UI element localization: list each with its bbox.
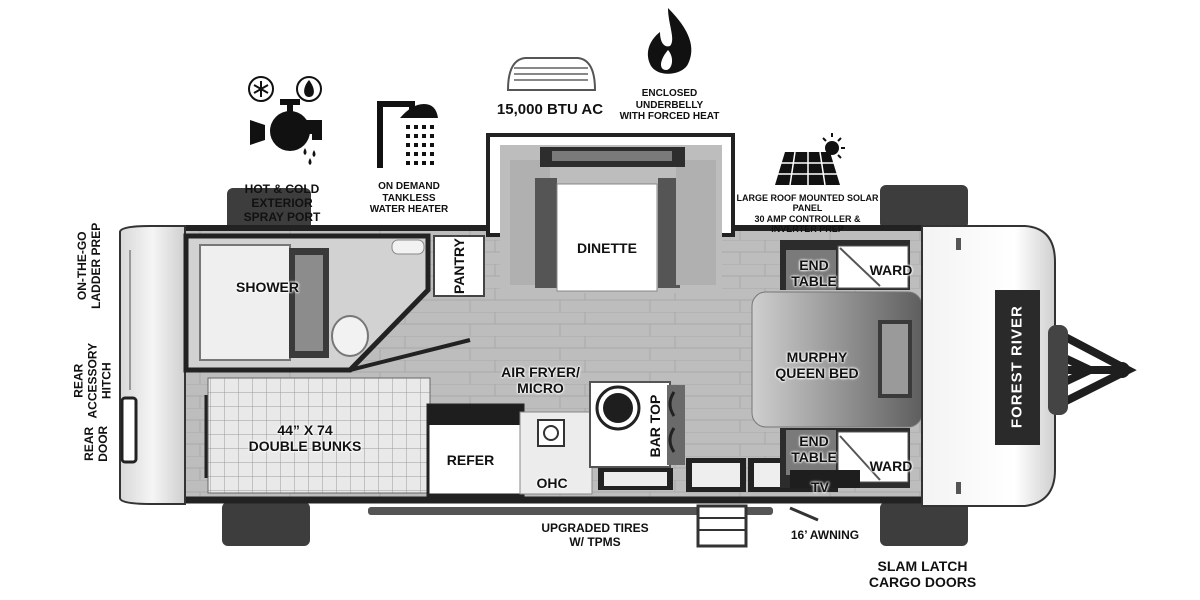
rear-tire-top	[227, 188, 311, 232]
air-fryer-label: AIR FRYER/ MICRO	[501, 364, 580, 397]
forest-river-badge	[995, 290, 1040, 445]
front-tire-top	[880, 185, 968, 229]
dinette-label: DINETTE	[577, 240, 637, 256]
ward-top-label: WARD	[869, 262, 913, 278]
bar-top-label: BAR TOP	[646, 394, 663, 458]
spray-port-label: HOT & COLD EXTERIOR SPRAY PORT	[243, 182, 321, 224]
forest-river-logo-text: FOREST RIVER	[1008, 305, 1026, 429]
tires-label: UPGRADED TIRES W/ TPMS	[541, 521, 649, 549]
accessory-hitch-label: REAR ACCESSORY HITCH	[71, 342, 113, 419]
rear-door-handle	[120, 396, 138, 464]
ohc-label: OHC	[536, 475, 568, 491]
entry-steps	[696, 504, 748, 548]
awning-label: 16’ AWNING	[790, 528, 860, 542]
shower-stall	[199, 244, 291, 361]
flame-icon	[647, 8, 692, 74]
murphy-bed-label: MURPHY QUEEN BED	[775, 349, 859, 382]
shower-label: SHOWER	[236, 279, 299, 295]
ac-label: 15,000 BTU AC	[496, 101, 604, 118]
ladder-prep-label: ON-THE-GO LADDER PREP	[75, 222, 103, 309]
front-tire-bottom	[880, 502, 968, 546]
ward-bottom-label: WARD	[869, 458, 913, 474]
dinette-table	[556, 183, 658, 292]
end-table-bottom	[786, 430, 836, 475]
end-table-bottom-label: END TABLE	[791, 433, 837, 466]
underbelly-label: ENCLOSED UNDERBELLY WITH FORCED HEAT	[619, 88, 720, 122]
water-heater-label: ON DEMAND TANKLESS WATER HEATER	[369, 181, 449, 215]
end-table-top-label: END TABLE	[791, 257, 837, 290]
awning-bar	[368, 507, 773, 515]
toilet	[331, 315, 369, 357]
cooktop	[537, 419, 565, 447]
pantry-cabinet	[433, 235, 485, 297]
tv-label: TV	[811, 479, 829, 495]
refer-label: REFER	[446, 452, 495, 468]
snowflake-icon	[248, 76, 274, 102]
cargo-doors-label: SLAM LATCH CARGO DOORS	[868, 558, 977, 591]
rear-door-label: REAR DOOR	[82, 425, 110, 462]
shower-icon	[377, 101, 438, 168]
spray-port-icon	[250, 99, 322, 165]
bunks-label: 44” X 74 DOUBLE BUNKS	[248, 422, 362, 455]
solar-panel-icon	[775, 133, 845, 186]
tv	[790, 470, 860, 488]
flame-small-icon	[296, 76, 322, 102]
end-table-top	[786, 250, 836, 290]
wardrobe-top	[837, 245, 909, 289]
rear-tire-bottom	[222, 502, 310, 546]
pantry-label: PANTRY	[450, 238, 467, 295]
solar-label: LARGE ROOF MOUNTED SOLAR PANEL 30 AMP CO…	[736, 193, 879, 235]
ac-unit-icon	[506, 57, 597, 91]
